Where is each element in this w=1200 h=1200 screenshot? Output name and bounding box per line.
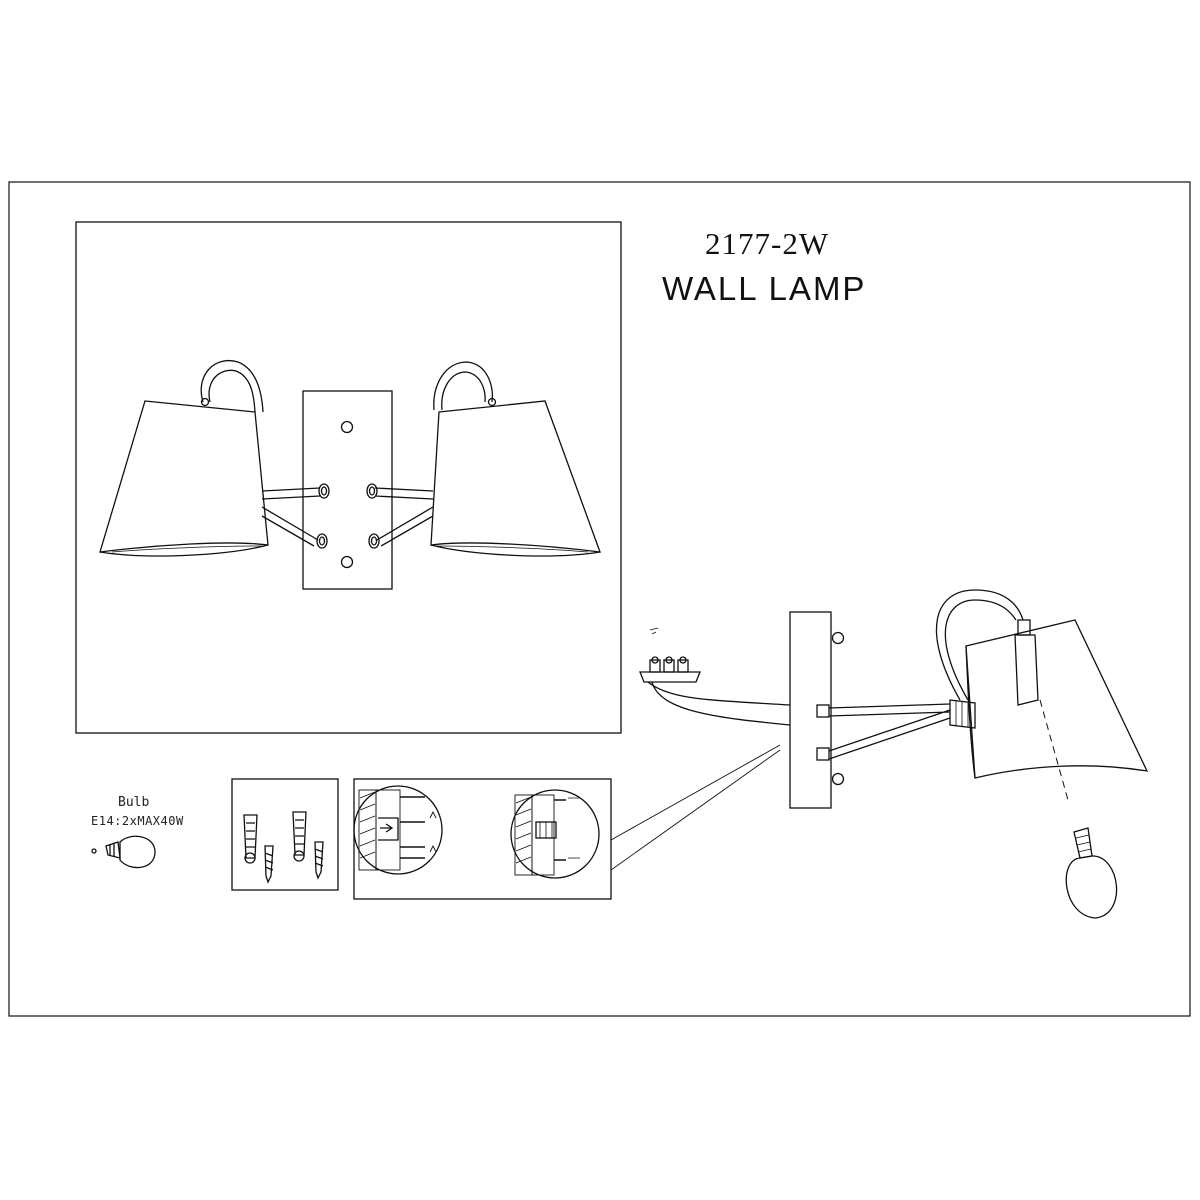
right-lamp-head [430,361,601,557]
model-number: 2177-2W [705,226,830,261]
side-view-assembly [639,589,1149,919]
swivel-joint [949,699,976,729]
side-lamp-shade [935,589,1149,801]
mounting-detail-circle [353,785,443,875]
terminal-block [639,627,701,683]
supply-cable [647,681,791,726]
installation-detail-border [353,778,612,900]
wall-backplate [302,390,393,590]
mounting-hole-top [340,420,354,434]
left-lamp-arm [261,483,330,549]
front-view-border [75,221,622,734]
wall-plug-icon-2 [292,811,307,862]
mounting-hole-bottom [340,555,354,569]
product-name: WALL LAMP [662,270,867,307]
screw-icon-2 [314,841,324,880]
bulb-icon [91,835,156,869]
installation-detail-panel [353,744,781,900]
front-view-panel [75,221,622,734]
left-lamp-head [99,359,269,557]
hardware-kit-border [231,778,339,891]
wall-plug-icon [243,814,258,864]
bulb-label: Bulb [118,795,150,810]
drawing-frame [8,181,1191,1017]
swing-arm [828,703,951,760]
hardware-kit-panel [231,778,339,891]
screw-icon [264,845,274,884]
wiring-detail-circle [510,789,600,879]
detail-leader-line [610,744,781,871]
side-backplate [789,611,832,809]
right-lamp-arm [366,483,434,549]
side-bulb-icon [1065,827,1118,919]
bulb-spec: E14:2xMAX40W [91,814,184,828]
